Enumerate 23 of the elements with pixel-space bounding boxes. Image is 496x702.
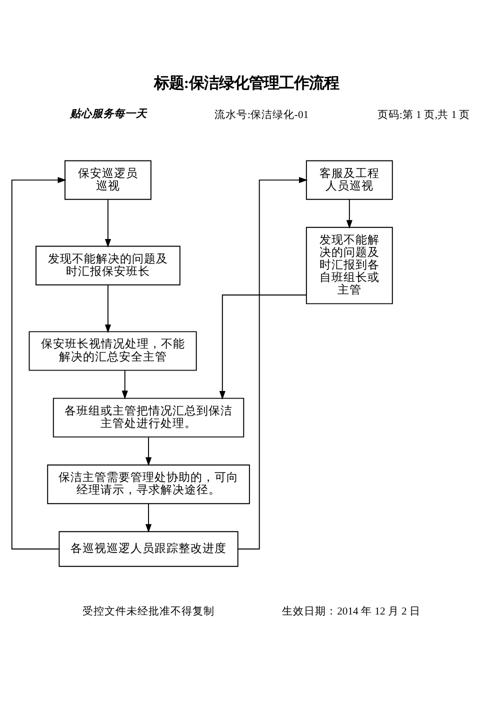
label: 流水号:保洁绿化-01 bbox=[214, 110, 309, 122]
label: 页码:第 1 页,共 1 页 bbox=[377, 110, 470, 122]
label: 生效日期：2014 年 12 月 2 日 bbox=[282, 606, 421, 618]
diagram-title: 标题:保洁绿化管理工作流程 bbox=[154, 75, 339, 92]
label: 贴心服务每一天 bbox=[70, 109, 147, 120]
arrow bbox=[11, 177, 66, 550]
arrow bbox=[122, 370, 128, 400]
node-box: 各班组或主管把情况汇总到保洁主管处进行处理。 bbox=[52, 398, 244, 438]
arrow bbox=[145, 503, 152, 533]
node-box: 保安班长视情况处理，不能解决的汇总安全主管 bbox=[28, 331, 197, 371]
arrow bbox=[238, 177, 308, 550]
arrow bbox=[145, 436, 152, 466]
node-box: 保洁主管需要管理处协助的，可向经理请示，寻求解决途径。 bbox=[47, 464, 250, 504]
node-box: 发现不能解决的问题及时汇报到各自班组长或主管 bbox=[306, 226, 393, 304]
arrow bbox=[104, 198, 111, 248]
arrow bbox=[346, 198, 352, 229]
label: 受控文件未经批准不得复制 bbox=[82, 606, 215, 618]
node-box: 保安巡逻员巡视 bbox=[64, 160, 152, 200]
node-box: 发现不能解决的问题及时汇报保安班长 bbox=[36, 246, 180, 286]
node-box: 各巡视巡逻人员跟踪整改进度 bbox=[58, 531, 238, 567]
node-box: 客服及工程人员巡视 bbox=[306, 160, 393, 200]
arrow bbox=[104, 284, 111, 334]
arrow bbox=[219, 294, 307, 400]
